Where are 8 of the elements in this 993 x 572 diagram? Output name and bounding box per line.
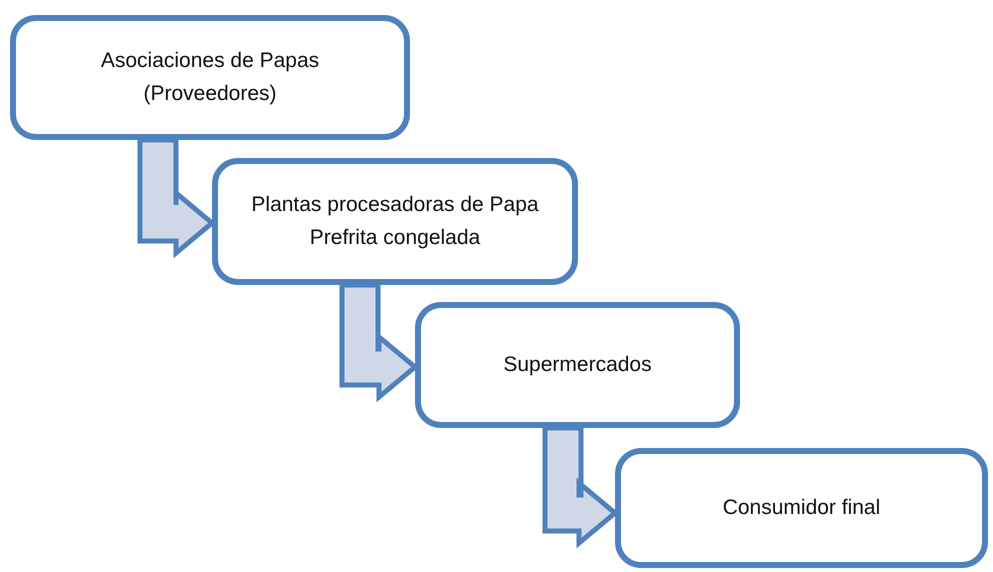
process-box [415,302,740,428]
process-box [615,448,988,568]
box-label: Supermercados [503,352,652,378]
box-label: Consumidor final [722,494,880,521]
box-label: Plantas procesadoras de Papa Prefrita congelada [250,192,540,250]
box-label: Asociaciones de Papas (Proveedores) [100,48,320,106]
process-box [10,15,410,140]
process-box [212,158,578,285]
